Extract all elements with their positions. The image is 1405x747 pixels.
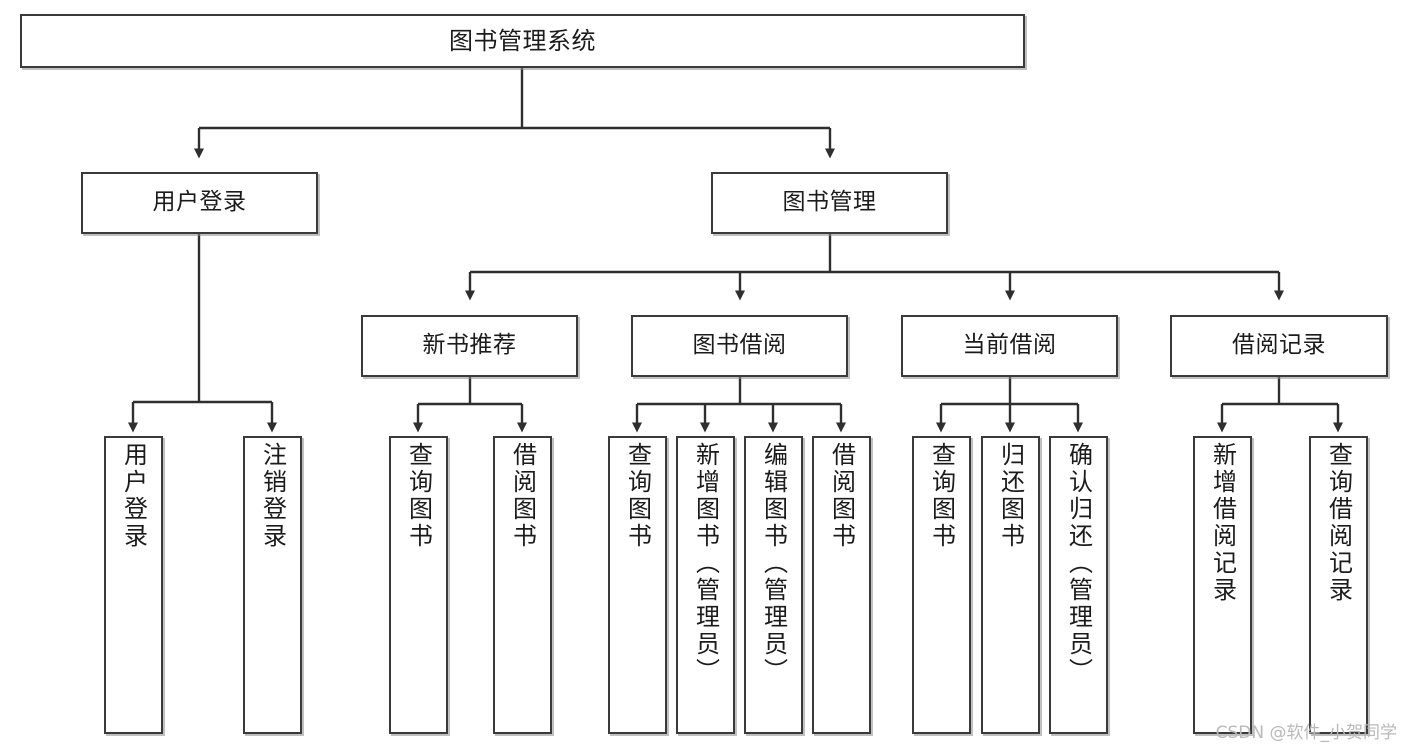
leaf-book-borrow-borrow[interactable]: 借阅图书: [812, 436, 871, 734]
node-label: 新增图书（管理员）: [691, 442, 720, 685]
node-label: 图书管理系统: [449, 26, 596, 55]
node-label: 借阅图书: [508, 442, 537, 550]
leaf-current-borrow-return[interactable]: 归还图书: [981, 436, 1040, 734]
leaf-book-borrow-query[interactable]: 查询图书: [608, 436, 667, 734]
node-label: 查询图书: [404, 442, 433, 550]
leaf-new-book-borrow[interactable]: 借阅图书: [493, 436, 552, 734]
node-label: 图书管理: [782, 189, 877, 216]
leaf-borrow-record-add[interactable]: 新增借阅记录: [1193, 436, 1252, 734]
node-new-book-recommend[interactable]: 新书推荐: [361, 315, 578, 377]
leaf-user-login-signin[interactable]: 用户登录: [104, 436, 163, 734]
node-label: 新书推荐: [422, 332, 517, 359]
node-label: 图书借阅: [692, 332, 787, 359]
node-root-book-management-system[interactable]: 图书管理系统: [20, 14, 1025, 68]
node-label: 借阅记录: [1232, 332, 1326, 359]
node-label: 查询借阅记录: [1324, 442, 1353, 604]
node-label: 借阅图书: [827, 442, 856, 550]
node-label: 编辑图书（管理员）: [759, 442, 788, 685]
node-label: 用户登录: [119, 442, 148, 550]
node-label: 确认归还（管理员）: [1064, 442, 1093, 685]
node-current-borrow[interactable]: 当前借阅: [901, 315, 1118, 377]
leaf-borrow-record-query[interactable]: 查询借阅记录: [1309, 436, 1368, 734]
node-user-login[interactable]: 用户登录: [81, 172, 318, 234]
node-borrow-record[interactable]: 借阅记录: [1170, 315, 1388, 377]
node-label: 注销登录: [258, 442, 287, 550]
leaf-user-login-signout[interactable]: 注销登录: [243, 436, 302, 734]
node-label: 归还图书: [996, 442, 1025, 550]
leaf-current-borrow-confirm-admin[interactable]: 确认归还（管理员）: [1049, 436, 1108, 734]
node-label: 当前借阅: [962, 332, 1057, 359]
leaf-book-borrow-add-admin[interactable]: 新增图书（管理员）: [676, 436, 735, 734]
node-label: 用户登录: [152, 189, 247, 216]
node-label: 新增借阅记录: [1208, 442, 1237, 604]
csdn-watermark: CSDN @软件_小贺同学: [1215, 723, 1397, 743]
node-book-management[interactable]: 图书管理: [711, 172, 948, 234]
node-label: 查询图书: [927, 442, 956, 550]
node-book-borrow[interactable]: 图书借阅: [631, 315, 848, 377]
leaf-book-borrow-edit-admin[interactable]: 编辑图书（管理员）: [744, 436, 803, 734]
leaf-new-book-query[interactable]: 查询图书: [389, 436, 448, 734]
node-label: 查询图书: [623, 442, 652, 550]
leaf-current-borrow-query[interactable]: 查询图书: [912, 436, 971, 734]
